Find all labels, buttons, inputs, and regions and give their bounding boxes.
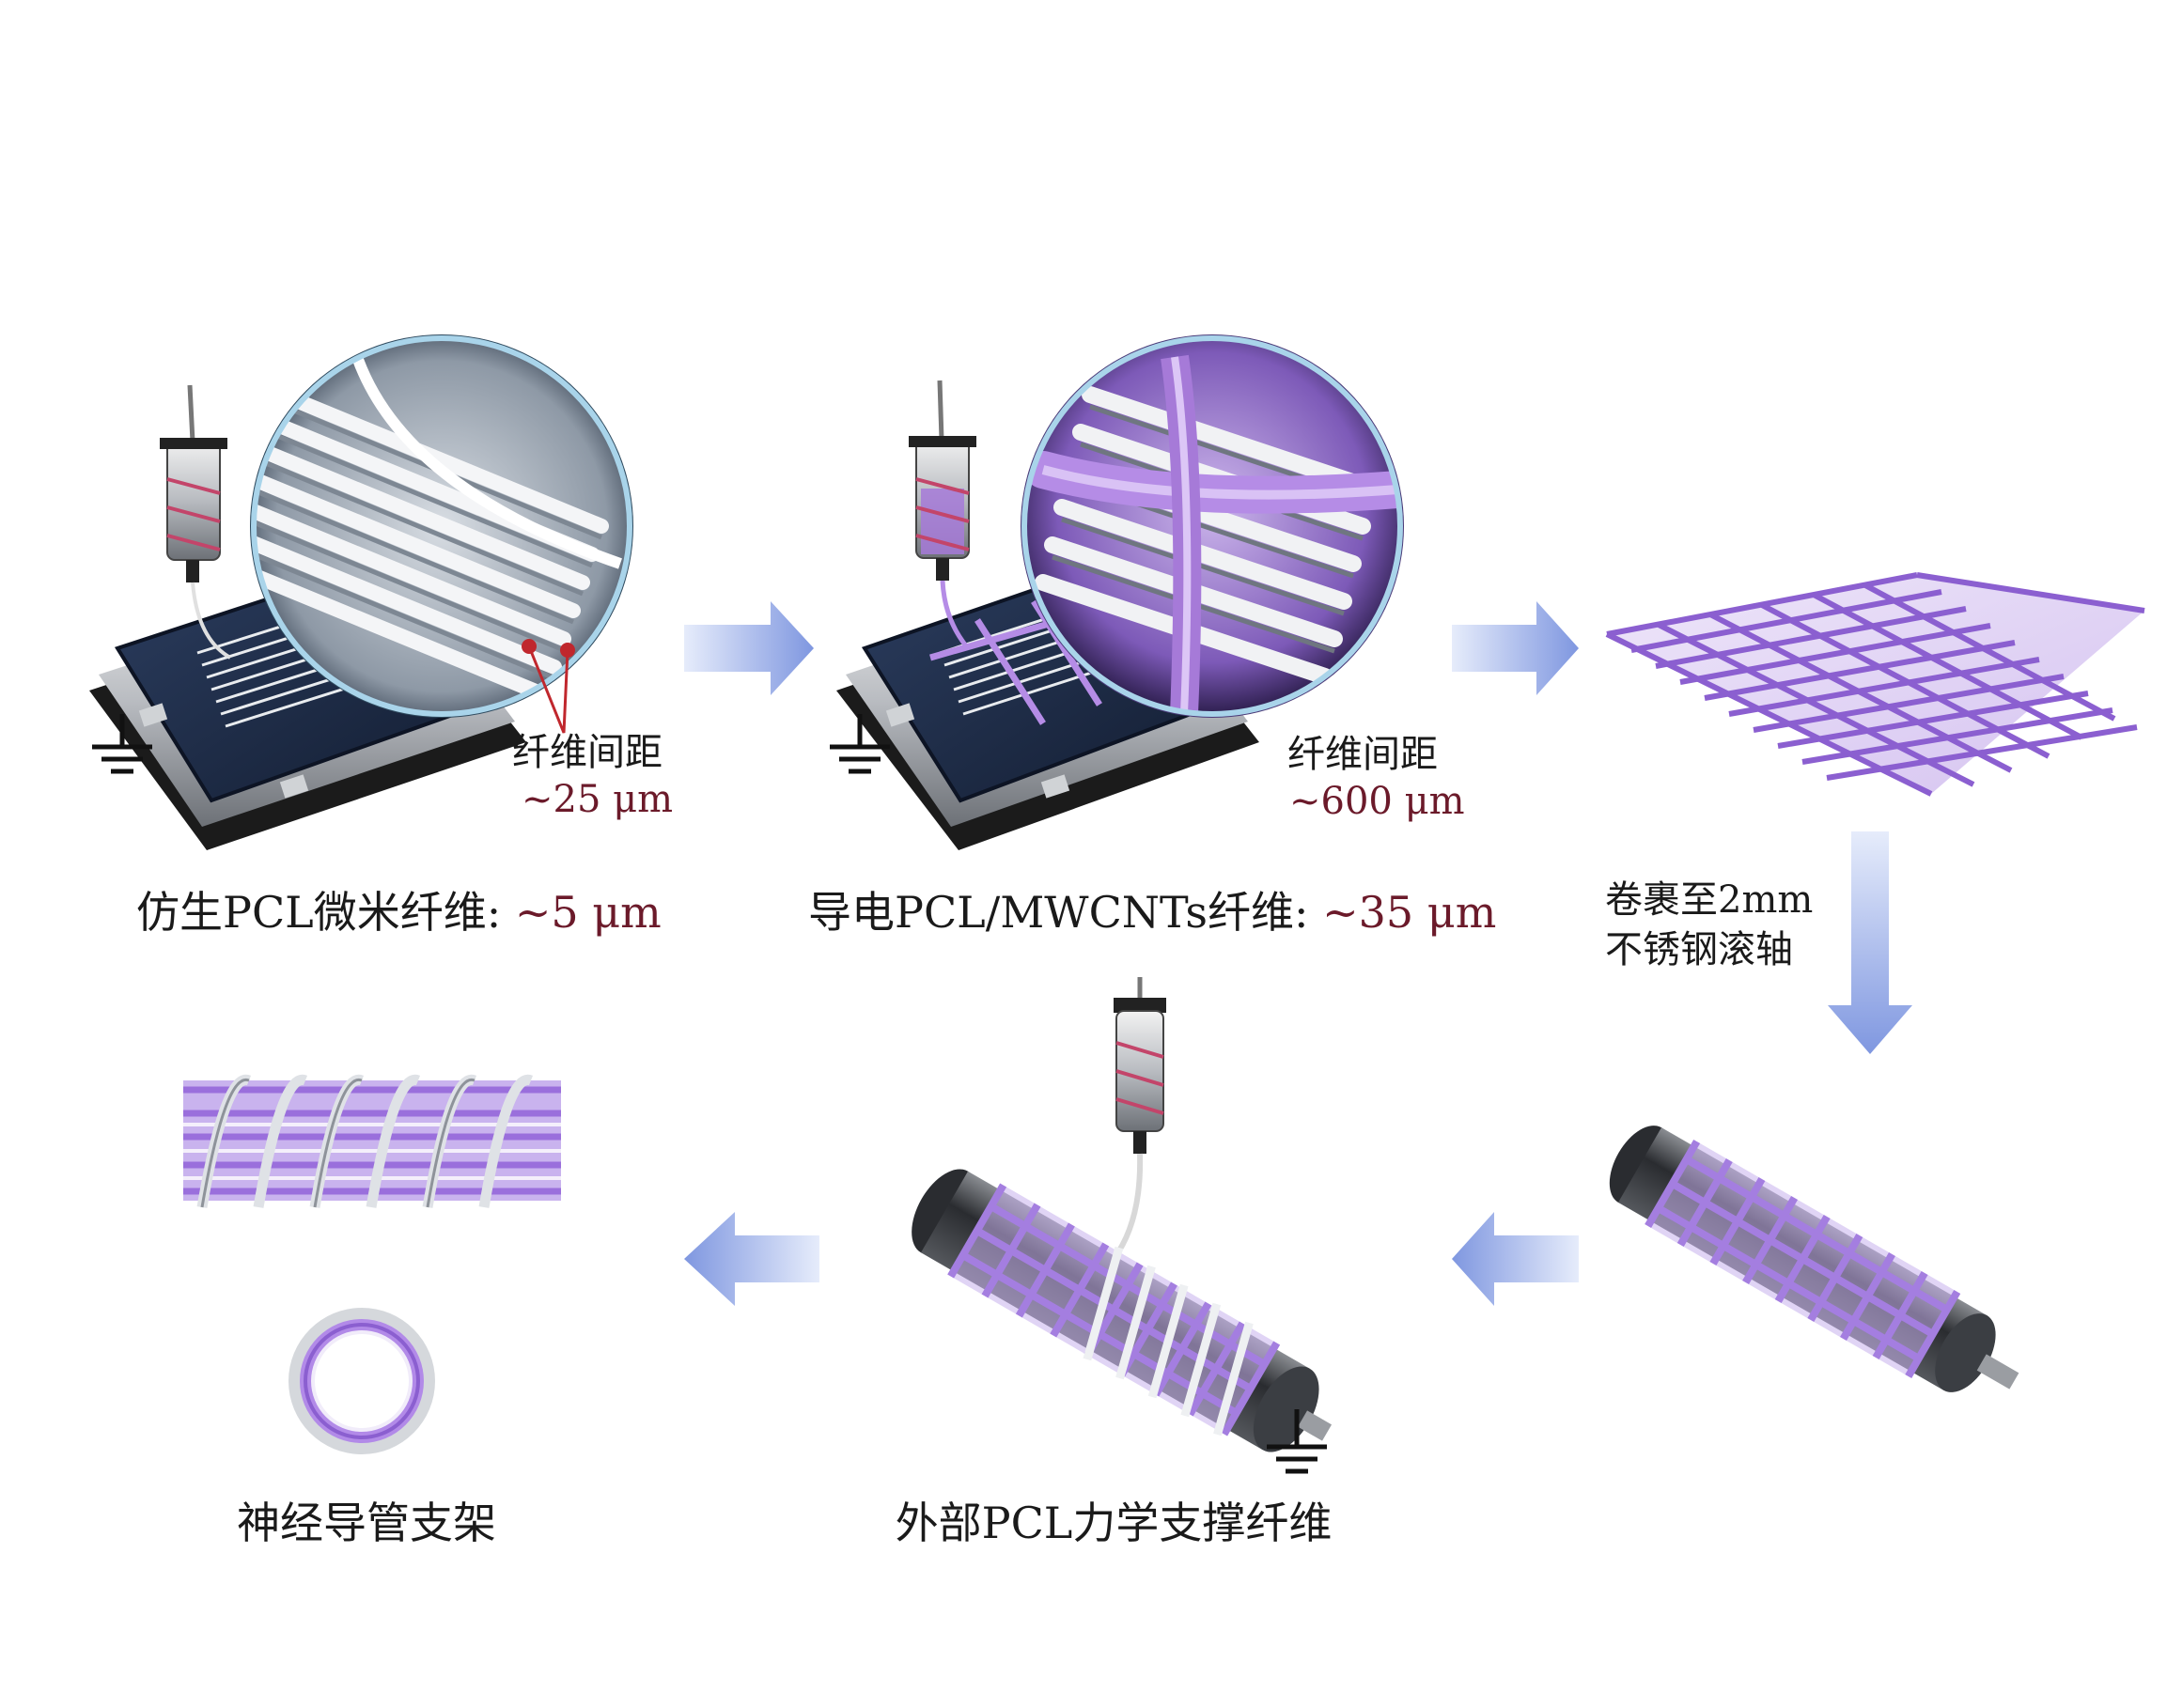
ground-icon xyxy=(1267,1409,1327,1474)
arrow-right-1 xyxy=(684,601,814,695)
arrow-down-3 xyxy=(1828,831,1912,1054)
step2-zoom-lens xyxy=(1021,334,1404,718)
step2-syringe xyxy=(909,380,976,650)
step3-conductive-mesh xyxy=(1605,572,2145,797)
step1-caption: 仿生PCL微米纤维: ~5 μm xyxy=(136,888,662,938)
step3-roll-label-line1: 卷裹至2mm xyxy=(1605,878,1814,922)
step5-syringe xyxy=(1111,977,1166,1261)
step2-spacing-value: ~600 μm xyxy=(1289,780,1465,823)
step5-roller-with-support xyxy=(912,1169,1333,1452)
arrow-right-2 xyxy=(1452,601,1579,695)
step6-conduit-cross-section xyxy=(288,1308,435,1454)
step1-caption-value: ~5 μm xyxy=(514,887,662,938)
arrow-left-4 xyxy=(1452,1212,1579,1306)
step3-roll-label-line2: 不锈钢滚轴 xyxy=(1605,928,1793,971)
step6-caption: 神经导管支架 xyxy=(237,1498,496,1548)
step2-caption: 导电PCL/MWCNTs纤维: ~35 μm xyxy=(808,888,1496,938)
step1-spacing-value: ~25 μm xyxy=(522,778,674,821)
step1-syringe xyxy=(160,384,232,660)
arrow-left-5 xyxy=(684,1212,819,1306)
step2-spacing-label: 纤维间距 xyxy=(1287,733,1438,776)
step1-caption-text: 仿生PCL微米纤维: xyxy=(136,887,515,938)
step5-caption: 外部PCL力学支撑纤维 xyxy=(895,1498,1333,1548)
step2-caption-value: ~35 μm xyxy=(1322,887,1497,938)
ground-icon xyxy=(92,714,152,774)
step4-wrapped-roller xyxy=(1609,1126,2019,1392)
step1-zoom-lens xyxy=(250,334,633,734)
step2-caption-text: 导电PCL/MWCNTs纤维: xyxy=(808,887,1323,938)
step6-conduit-tube xyxy=(183,1074,561,1208)
ground-icon xyxy=(830,714,890,774)
step1-spacing-label: 纤维间距 xyxy=(512,731,663,774)
